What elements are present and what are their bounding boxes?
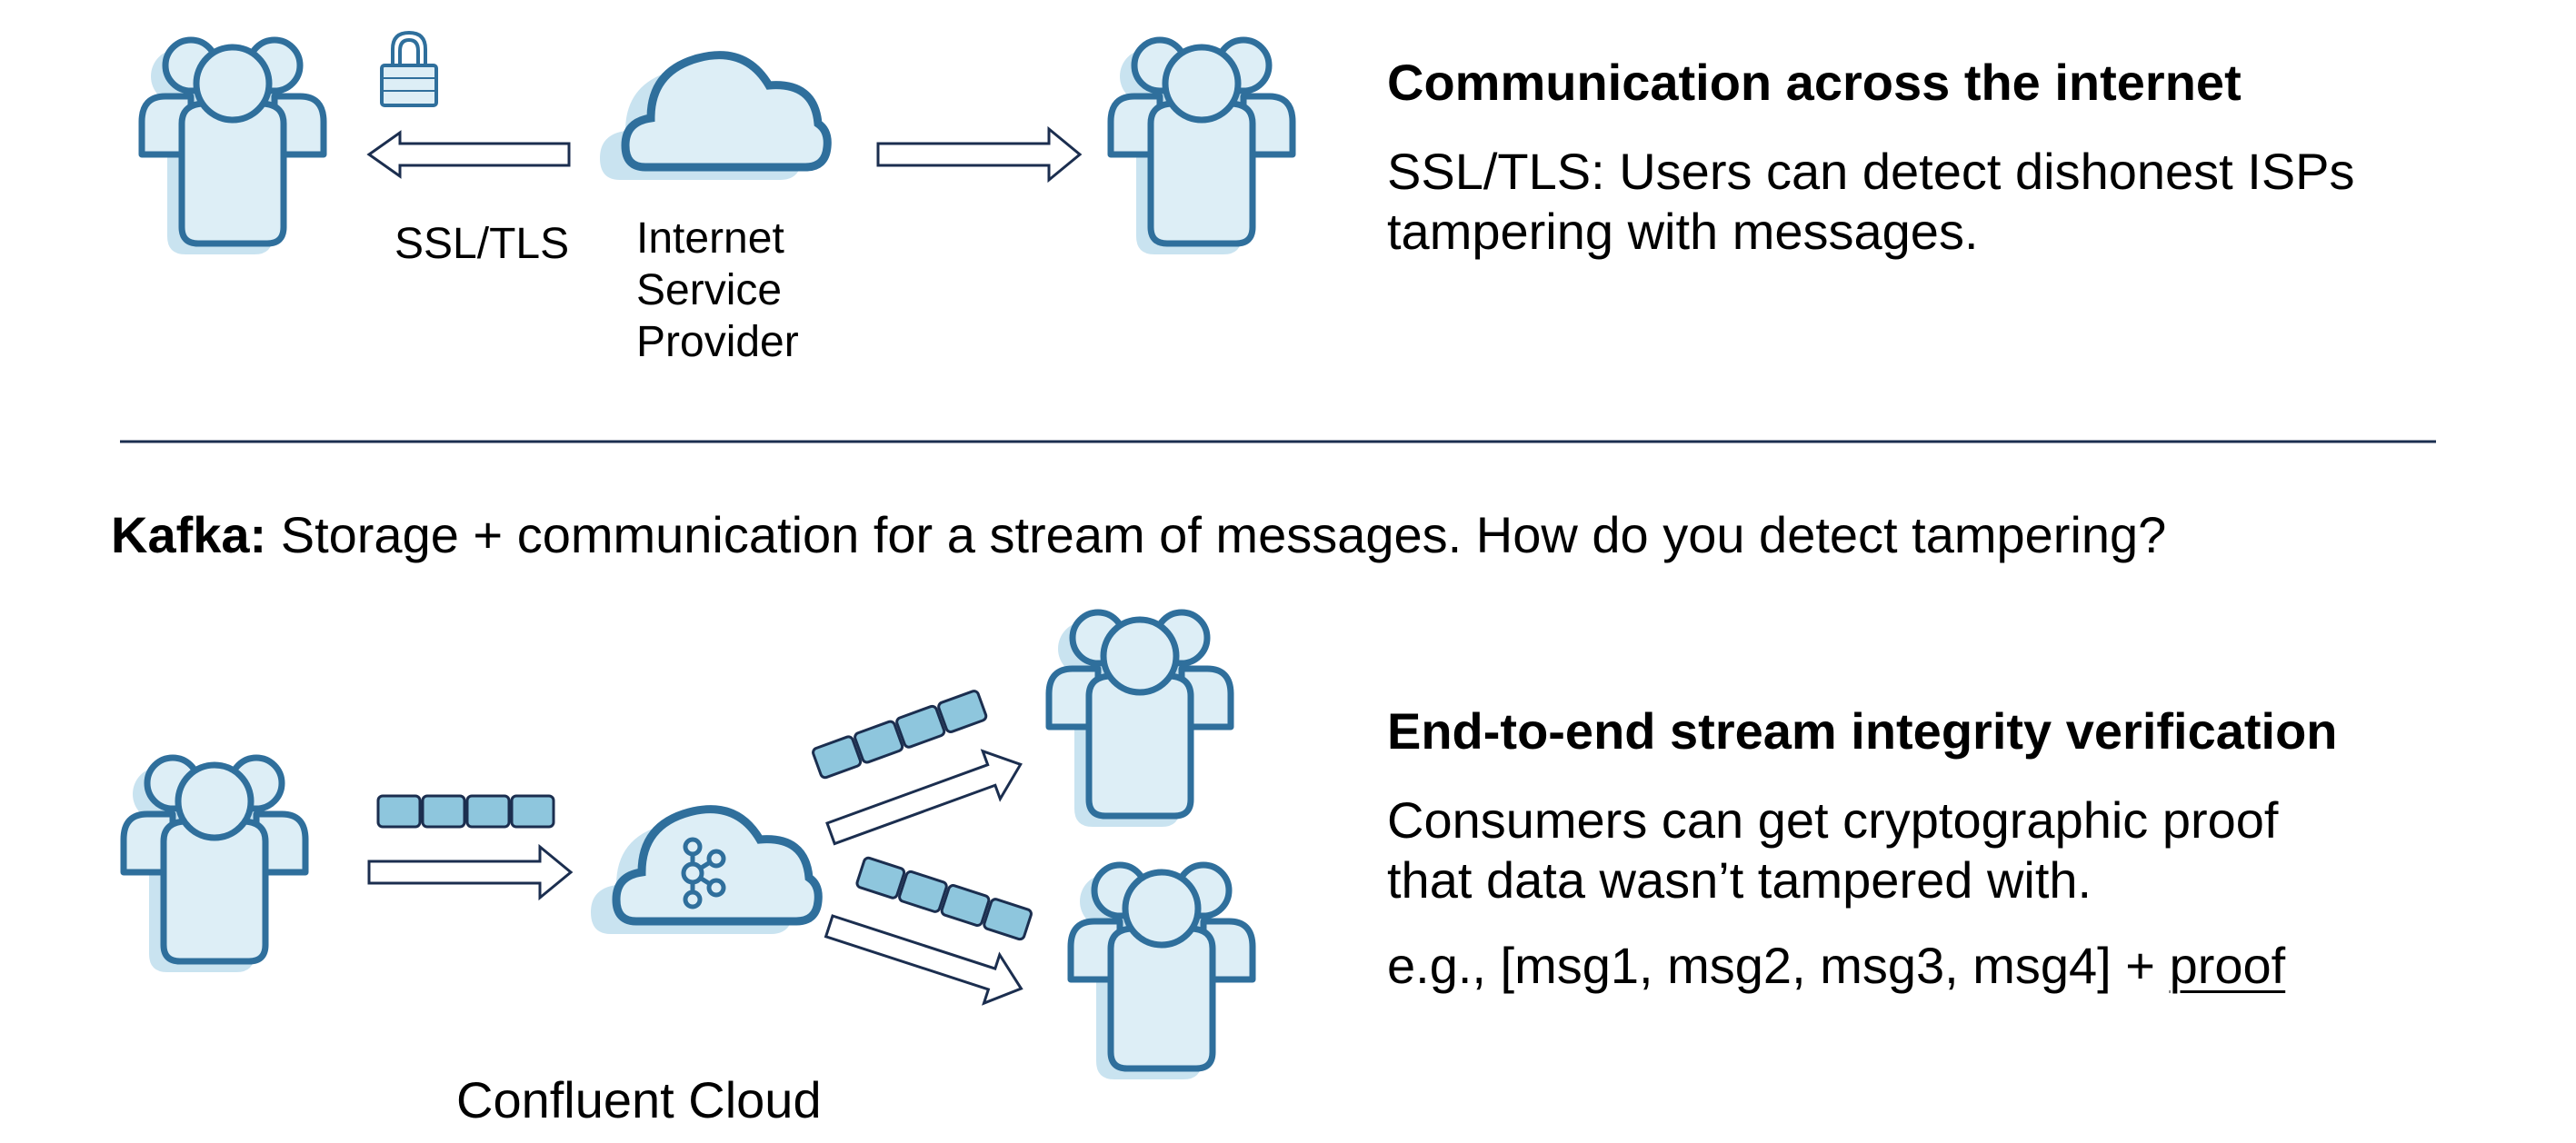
description-line: Consumers can get cryptographic proof (1387, 791, 2279, 849)
example-line: e.g., [msg1, msg2, msg3, msg4] + proof (1387, 936, 2285, 996)
kafka-logo-icon (681, 837, 726, 909)
message-block-icon (895, 704, 946, 749)
arrow-icon (366, 130, 571, 179)
cloud-icon (591, 810, 818, 934)
message-block-icon (421, 794, 466, 829)
kafka-statement-prefix: Kafka: (111, 506, 267, 563)
description-line: tampering with messages. (1387, 203, 1979, 260)
message-queue (855, 856, 1033, 941)
message-block-icon (898, 870, 948, 913)
arrow-icon (825, 749, 1023, 846)
isp-label-line: Service (636, 266, 783, 314)
description-line: SSL/TLS: Users can detect dishonest ISPs (1387, 143, 2355, 200)
message-block-icon (940, 884, 991, 928)
arrow-icon (367, 843, 574, 901)
user-group-icon (142, 40, 324, 254)
isp-label-line: Provider (636, 318, 799, 366)
ssl-tls-label: SSL/TLS (394, 220, 570, 268)
user-group-icon (1111, 40, 1293, 254)
cloud-icon (600, 55, 827, 180)
example-text: e.g., [msg1, msg2, msg3, msg4] + (1387, 937, 2170, 994)
message-block-icon (510, 794, 555, 829)
section-description-integrity: Consumers can get cryptographic proof th… (1387, 790, 2279, 910)
description-line: that data wasn’t tampered with. (1387, 851, 2092, 909)
confluent-cloud-label: Confluent Cloud (456, 1071, 822, 1128)
lock-icon (380, 30, 438, 107)
message-block-icon (855, 856, 906, 899)
section-heading-internet: Communication across the internet (1387, 54, 2242, 111)
arrow-icon (824, 914, 1023, 1006)
user-group-icon (1049, 612, 1231, 827)
message-queue (812, 690, 988, 780)
message-block-icon (854, 720, 904, 764)
message-block-icon (465, 794, 511, 829)
message-queue (376, 794, 555, 829)
isp-label: Internet Service Provider (636, 213, 799, 368)
user-group-icon (1071, 865, 1253, 1079)
message-block-icon (983, 898, 1033, 941)
kafka-statement-text: Storage + communication for a stream of … (266, 506, 2167, 563)
message-block-icon (376, 794, 422, 829)
user-group-icon (124, 758, 305, 972)
section-heading-integrity: End-to-end stream integrity verification (1387, 702, 2338, 760)
section-description-internet: SSL/TLS: Users can detect dishonest ISPs… (1387, 142, 2355, 262)
kafka-statement: Kafka: Storage + communication for a str… (111, 505, 2166, 565)
message-block-icon (812, 735, 863, 780)
proof-link[interactable]: proof (2169, 937, 2286, 994)
arrow-icon (876, 125, 1083, 184)
isp-label-line: Internet (636, 214, 784, 263)
message-block-icon (937, 690, 988, 733)
